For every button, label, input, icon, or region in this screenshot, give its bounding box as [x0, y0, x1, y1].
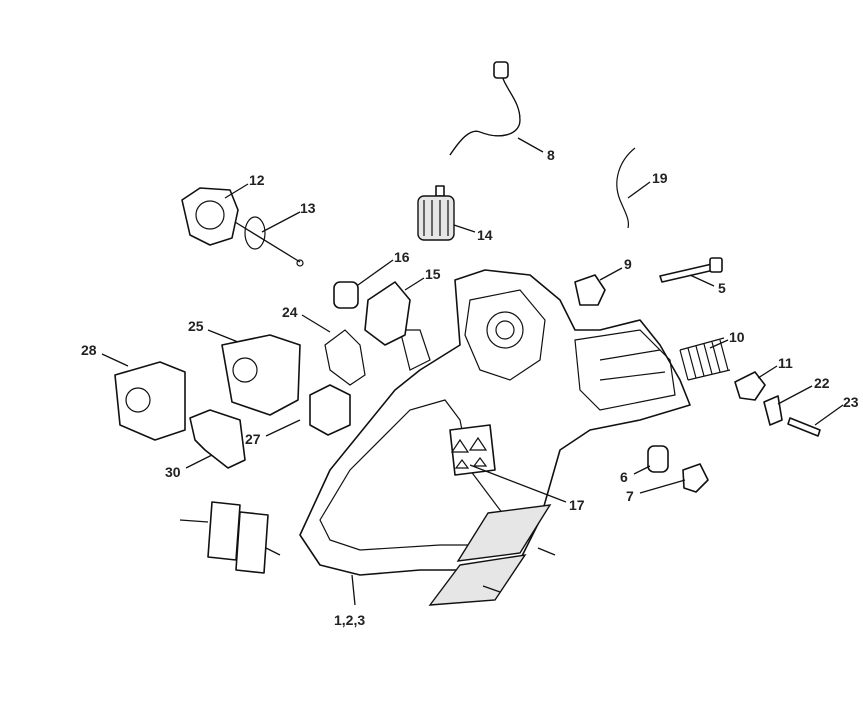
intake-flange-part[interactable]	[189, 409, 246, 469]
callout-14: 14	[477, 227, 493, 243]
callout-28: 28	[81, 342, 97, 358]
fuel-hose-part[interactable]	[449, 61, 521, 156]
callout-7: 7	[626, 488, 634, 504]
callout-8: 8	[547, 147, 555, 163]
callout-17: 17	[569, 497, 585, 513]
callout-24: 24	[282, 304, 298, 320]
strip-parts[interactable]	[428, 504, 552, 606]
callout-15: 15	[425, 266, 441, 282]
callout-23: 23	[843, 394, 859, 410]
warning-labels-part[interactable]	[207, 501, 269, 574]
oil-pump-part[interactable]	[181, 187, 304, 267]
cover-part[interactable]	[364, 281, 411, 346]
callout-12: 12	[249, 172, 265, 188]
o-ring-part[interactable]	[244, 216, 266, 250]
housing-part[interactable]	[299, 269, 691, 576]
buffer-part[interactable]	[574, 274, 606, 306]
plate-part[interactable]	[763, 395, 783, 426]
cap-part[interactable]	[682, 463, 709, 493]
bolt-part[interactable]	[659, 257, 723, 283]
adjuster-part[interactable]	[734, 371, 766, 401]
spacer-part[interactable]	[309, 384, 351, 436]
grommet-part[interactable]	[647, 445, 669, 473]
callout-10: 10	[729, 329, 745, 345]
sleeve-part[interactable]	[333, 281, 359, 309]
callout-19: 19	[652, 170, 668, 186]
callout-1-2-3: 1,2,3	[334, 612, 365, 628]
carburetor-part[interactable]	[221, 334, 301, 416]
spring-part[interactable]	[679, 337, 731, 381]
screw-part[interactable]	[787, 417, 821, 437]
callout-13: 13	[300, 200, 316, 216]
callouts: 12 13 8 19 14 16 15 9 5 24 25 10 28 11 2…	[81, 147, 859, 628]
gasket-part[interactable]	[324, 329, 366, 386]
leader-lines	[101, 137, 844, 606]
callout-16: 16	[394, 249, 410, 265]
callout-6: 6	[620, 469, 628, 485]
callout-30: 30	[165, 464, 181, 480]
hose-part[interactable]	[616, 147, 636, 229]
callout-27: 27	[245, 431, 261, 447]
callout-22: 22	[814, 375, 830, 391]
fuel-filter-part[interactable]	[417, 185, 455, 241]
callout-9: 9	[624, 256, 632, 272]
callout-25: 25	[188, 318, 204, 334]
callout-11: 11	[778, 355, 793, 371]
callout-5: 5	[718, 280, 726, 296]
